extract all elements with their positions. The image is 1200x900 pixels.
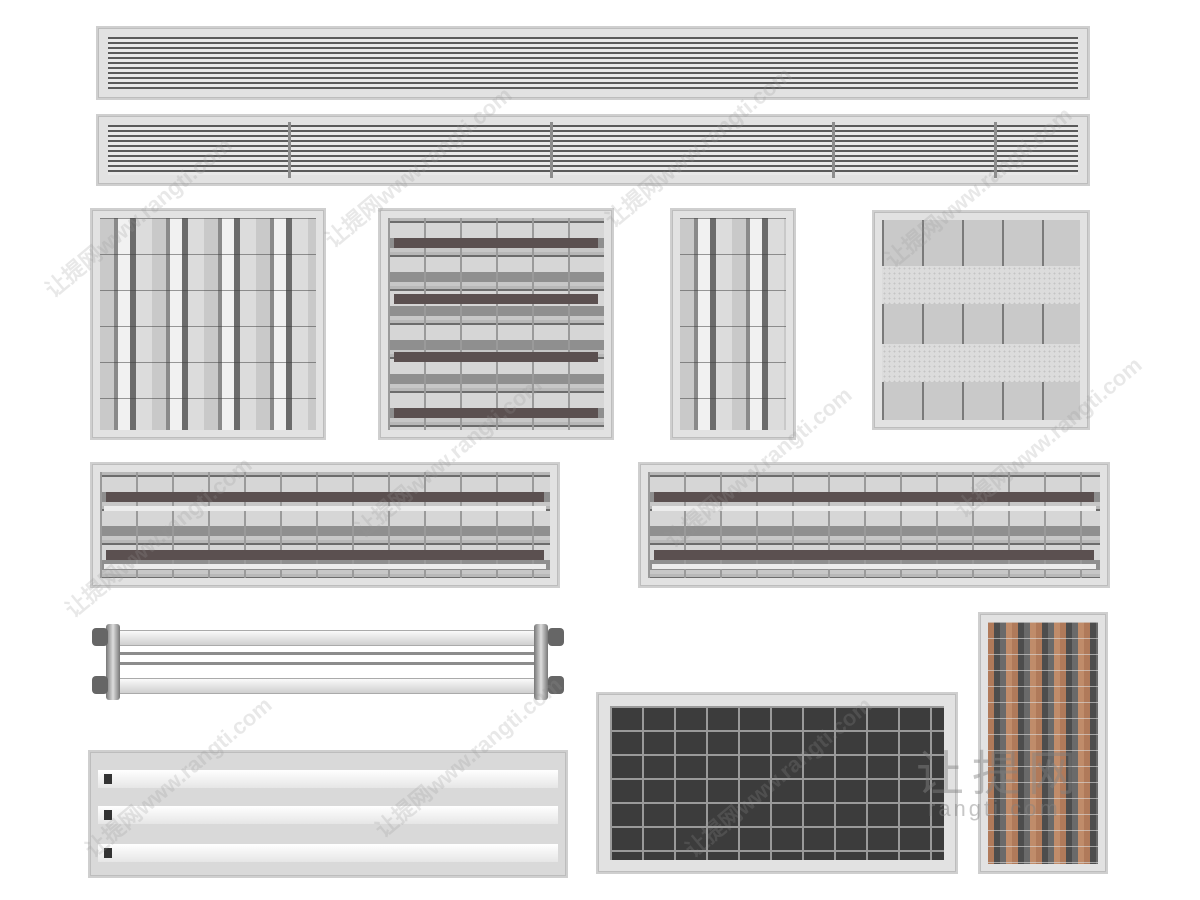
grille-light-long-left xyxy=(90,462,560,588)
tube-bracket-fixture xyxy=(90,624,564,700)
grille-light-long-right xyxy=(638,462,1110,588)
batten-light-three-tube xyxy=(88,750,568,878)
grille-light-vertical-tubes xyxy=(90,208,326,440)
grille-light-narrow xyxy=(670,208,796,440)
grille-light-dark xyxy=(596,692,958,874)
grille-light-copper xyxy=(978,612,1108,874)
grille-light-louver-square xyxy=(378,208,614,440)
linear-slot-diffuser-long xyxy=(96,26,1090,100)
linear-slot-diffuser-segmented xyxy=(96,114,1090,186)
brand-logo-domain: rangti.com xyxy=(928,796,1061,821)
brand-logo-text: 让提网 xyxy=(916,748,1085,801)
grille-light-panel-bands xyxy=(872,210,1090,430)
